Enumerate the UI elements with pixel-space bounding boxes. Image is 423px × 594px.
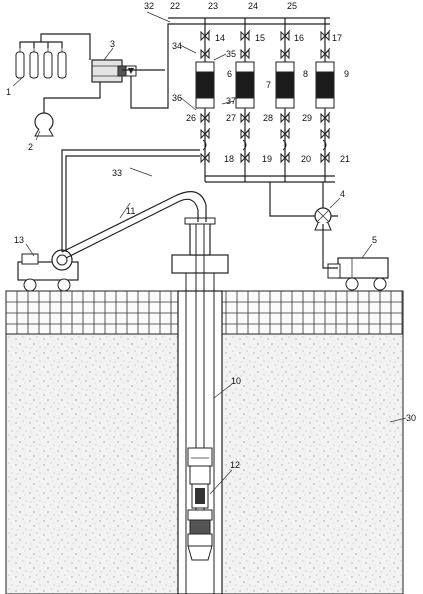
label-12: 12: [230, 460, 240, 470]
label-17: 17: [332, 33, 342, 43]
wellhead: [171, 254, 229, 274]
label-13: 13: [14, 235, 24, 245]
label-20: 20: [301, 154, 311, 164]
label-35: 35: [226, 49, 236, 59]
label-1: 1: [6, 87, 11, 97]
leader-lines: [12, 11, 407, 495]
label-9: 9: [344, 69, 349, 79]
vessel-train-1: [195, 18, 215, 182]
label-37: 37: [226, 96, 236, 106]
label-10: 10: [231, 376, 241, 386]
vessel-trains: [195, 18, 335, 182]
coil-unit-truck-13: [17, 249, 79, 292]
label-21: 21: [340, 154, 350, 164]
wellbore: [171, 217, 229, 594]
label-22: 22: [170, 1, 180, 11]
label-3: 3: [110, 39, 115, 49]
label-24: 24: [248, 1, 258, 11]
label-34: 34: [172, 41, 182, 51]
vessel-train-2: [235, 18, 255, 182]
label-18: 18: [224, 154, 234, 164]
label-2: 2: [28, 142, 33, 152]
label-32: 32: [144, 1, 154, 11]
label-33: 33: [112, 168, 122, 178]
label-28: 28: [263, 113, 273, 123]
label-29: 29: [302, 113, 312, 123]
label-8: 8: [303, 69, 308, 79]
label-36: 36: [172, 93, 182, 103]
label-7: 7: [266, 80, 271, 90]
label-6: 6: [227, 69, 232, 79]
label-4: 4: [340, 189, 345, 199]
label-19: 19: [262, 154, 272, 164]
label-14: 14: [215, 33, 225, 43]
downhole-tool-12: [187, 447, 213, 561]
reference-numerals: 1 2 3 4 5 6 7 8 9 10 11 12 13 14 15 16 1…: [6, 1, 416, 470]
injector-line-11: [61, 191, 207, 259]
tank-truck-5: [327, 257, 389, 291]
label-27: 27: [226, 113, 236, 123]
compressor-2: [34, 82, 101, 137]
gas-cylinders-1: [15, 33, 91, 79]
label-5: 5: [372, 235, 377, 245]
label-11: 11: [126, 206, 135, 216]
vessel-train-4: [315, 18, 335, 182]
label-15: 15: [255, 33, 265, 43]
unit-3: [91, 23, 330, 109]
label-16: 16: [294, 33, 304, 43]
return-pipe-33: [61, 149, 200, 252]
label-26: 26: [186, 113, 196, 123]
label-25: 25: [287, 1, 297, 11]
lower-manifold: [205, 175, 335, 183]
label-23: 23: [208, 1, 218, 11]
vessel-train-3: [275, 18, 295, 182]
label-30: 30: [406, 413, 416, 423]
